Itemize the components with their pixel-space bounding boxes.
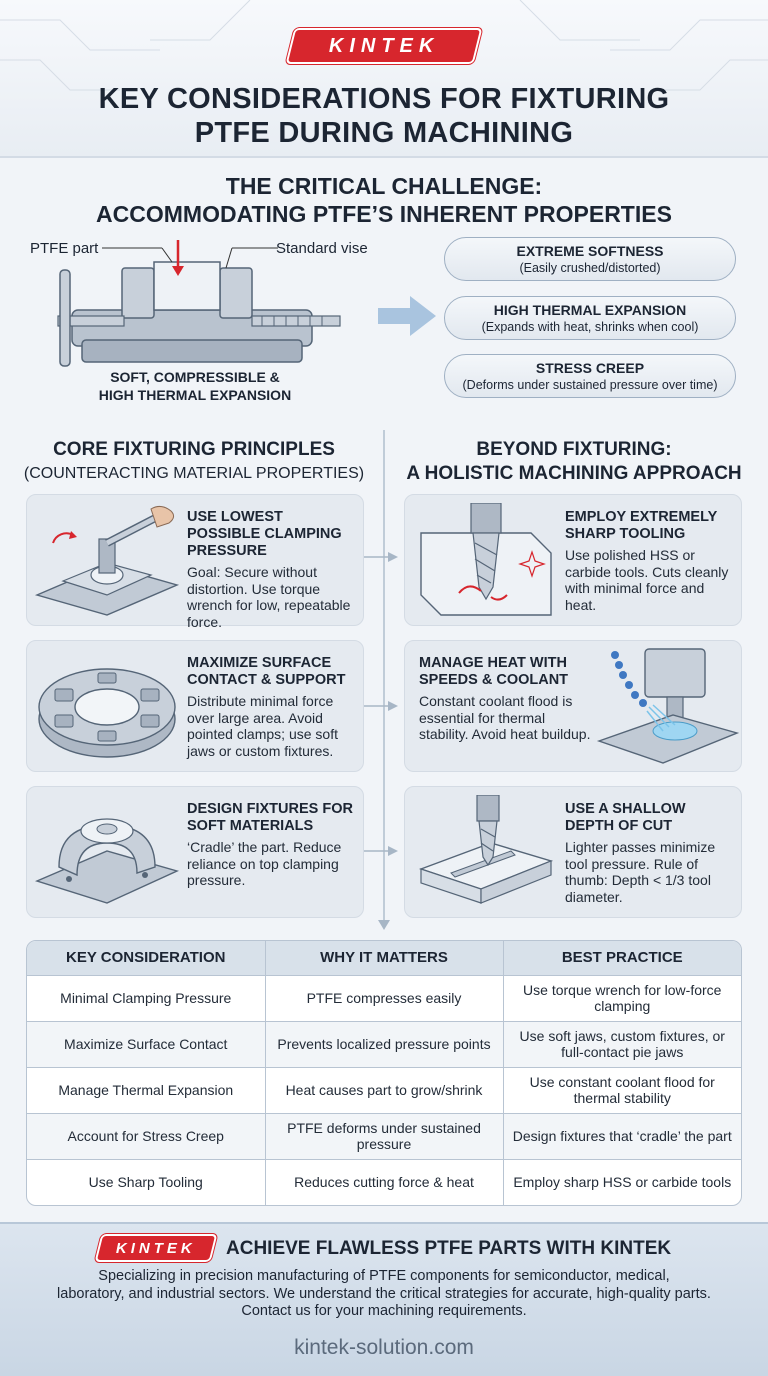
column-divider [383,430,385,926]
table-header-row: KEY CONSIDERATION WHY IT MATTERS BEST PR… [27,941,741,976]
pie-jaw-chuck-icon [38,668,176,758]
vise-caption: SOFT, COMPRESSIBLE & HIGH THERMAL EXPANS… [60,368,330,404]
table-header-cell: WHY IT MATTERS [265,941,504,976]
beyond-title-text: MANAGE HEAT WITH SPEEDS & COOLANT [419,655,569,688]
table-row: Account for Stress Creep PTFE deforms un… [27,1113,741,1160]
connector-arrow-icon [364,701,398,711]
table-row: Manage Thermal Expansion Heat causes par… [27,1067,741,1114]
footer-desc-line-1: Specializing in precision manufacturing … [98,1268,670,1284]
arrow-right-icon [378,296,436,336]
page-title-line-1: KEY CONSIDERATIONS FOR FIXTURING [98,83,670,115]
beyond-card-heat-coolant: MANAGE HEAT WITH SPEEDS & COOLANT Consta… [404,640,742,772]
principle-card-soft-fixtures: DESIGN FIXTURES FOR SOFT MATERIALS ‘Crad… [26,786,364,918]
beyond-title: BEYOND FIXTURING: A HOLISTIC MACHINING A… [394,438,754,486]
table-cell: Use Sharp Tooling [27,1159,266,1205]
kintek-logo: KINTEK [288,30,480,62]
connector-arrow-icon [364,552,398,562]
property-thermal-expansion: HIGH THERMAL EXPANSION (Expands with hea… [444,296,736,340]
footer-desc-line-3: Contact us for your machining requiremen… [241,1303,527,1319]
principle-title: DESIGN FIXTURES FOR SOFT MATERIALS [187,801,353,834]
property-extreme-softness: EXTREME SOFTNESS (Easily crushed/distort… [444,237,736,281]
page-title: KEY CONSIDERATIONS FOR FIXTURING PTFE DU… [20,82,748,150]
table-cell: Prevents localized pressure points [265,1021,504,1068]
challenge-title: THE CRITICAL CHALLENGE: ACCOMMODATING PT… [20,172,748,228]
table-row: Minimal Clamping Pressure PTFE compresse… [27,975,741,1022]
beyond-desc: Lighter passes minimize tool pressure. R… [565,839,716,905]
property-title: EXTREME SOFTNESS [516,243,664,259]
table-cell: Use soft jaws, custom fixtures, or full-… [503,1021,741,1068]
table-cell: Manage Thermal Expansion [27,1067,266,1114]
table-cell: PTFE deforms under sustained pressure [265,1113,504,1160]
beyond-card-sharp-tooling: EMPLOY EXTREMELY SHARP TOOLING Use polis… [404,494,742,626]
property-title: HIGH THERMAL EXPANSION [493,302,687,318]
table-cell: PTFE compresses easily [265,975,504,1022]
vise-icon [57,240,341,367]
beyond-desc: Use polished HSS or carbide tools. Cuts … [565,547,729,613]
vise-caption-line-2: HIGH THERMAL EXPANSION [98,387,292,403]
property-stress-creep: STRESS CREEP (Deforms under sustained pr… [444,354,736,398]
kintek-logo-footer: KINTEK [97,1236,215,1260]
beyond-heading-line-1: BEYOND FIXTURING: [476,439,672,460]
footer-cta: ACHIEVE FLAWLESS PTFE PARTS WITH KINTEK [226,1238,672,1259]
table-cell: Minimal Clamping Pressure [27,975,266,1022]
cradle-fixture-icon [34,818,180,904]
principles-subheading: (COUNTERACTING MATERIAL PROPERTIES) [23,465,365,482]
table-header-cell: BEST PRACTICE [503,941,741,976]
principle-card-surface-contact: MAXIMIZE SURFACE CONTACT & SUPPORT Distr… [26,640,364,772]
vise-caption-line-1: SOFT, COMPRESSIBLE & [110,369,280,385]
table-row: Use Sharp Tooling Reduces cutting force … [27,1159,741,1205]
table-cell: Use torque wrench for low-force clamping [503,975,741,1022]
connector-arrow-icon [364,846,398,856]
table-cell: Design fixtures that ‘cradle’ the part [503,1113,741,1160]
page-title-line-2: PTFE DURING MACHINING [194,117,574,149]
table-cell: Account for Stress Creep [27,1113,266,1160]
standard-vise-label: Standard vise [276,240,368,257]
shallow-cut-icon [418,795,554,904]
beyond-title-text: USE A SHALLOW DEPTH OF CUT [565,801,686,834]
table-cell: Reduces cutting force & heat [265,1159,504,1205]
beyond-heading-line-2: A HOLISTIC MACHINING APPROACH [406,463,742,484]
coolant-spindle-icon [596,648,739,764]
beyond-card-shallow-cut: USE A SHALLOW DEPTH OF CUT Lighter passe… [404,786,742,918]
summary-table: KEY CONSIDERATION WHY IT MATTERS BEST PR… [26,940,742,1206]
header-decoration [0,0,768,91]
principles-title: CORE FIXTURING PRINCIPLES (COUNTERACTING… [14,438,374,486]
property-title: STRESS CREEP [535,360,645,376]
challenge-title-line-1: THE CRITICAL CHALLENGE: [225,173,543,199]
table-header-cell: KEY CONSIDERATION [27,941,266,976]
principle-desc: Distribute minimal force over large area… [187,693,338,759]
principle-card-clamping-pressure: USE LOWEST POSSIBLE CLAMPING PRESSURE Go… [26,494,364,630]
table-cell: Use constant coolant flood for thermal s… [503,1067,741,1114]
end-mill-icon [420,503,552,616]
arrow-down-icon [378,920,390,930]
website-link[interactable]: kintek-solution.com [294,1336,474,1359]
table-row: Maximize Surface Contact Prevents locali… [27,1021,741,1068]
principle-desc: Goal: Secure without distortion. Use tor… [187,564,351,630]
table-cell: Employ sharp HSS or carbide tools [513,1174,732,1191]
footer-description: Specializing in precision manufacturing … [20,1268,748,1321]
principle-title: MAXIMIZE SURFACE CONTACT & SUPPORT [187,655,346,688]
property-desc: (Expands with heat, shrinks when cool) [481,320,699,334]
property-desc: (Deforms under sustained pressure over t… [462,378,718,392]
property-desc: (Easily crushed/distorted) [519,261,661,275]
torque-wrench-icon [34,505,180,616]
header [0,0,768,158]
footer-desc-line-2: laboratory, and industrial sectors. We u… [57,1285,711,1302]
challenge-title-line-2: ACCOMMODATING PTFE’S INHERENT PROPERTIES [96,201,672,227]
beyond-title-text: EMPLOY EXTREMELY SHARP TOOLING [565,509,718,542]
standard-vise-illustration [22,232,362,372]
principles-heading: CORE FIXTURING PRINCIPLES [53,439,335,460]
beyond-desc: Constant coolant flood is essential for … [419,693,591,742]
principle-desc: ‘Cradle’ the part. Reduce reliance on to… [187,839,342,888]
table-cell: Heat causes part to grow/shrink [265,1067,504,1114]
principle-title: USE LOWEST POSSIBLE CLAMPING PRESSURE [187,509,342,559]
table-cell: Maximize Surface Contact [27,1021,266,1068]
ptfe-part-label: PTFE part [30,240,99,257]
